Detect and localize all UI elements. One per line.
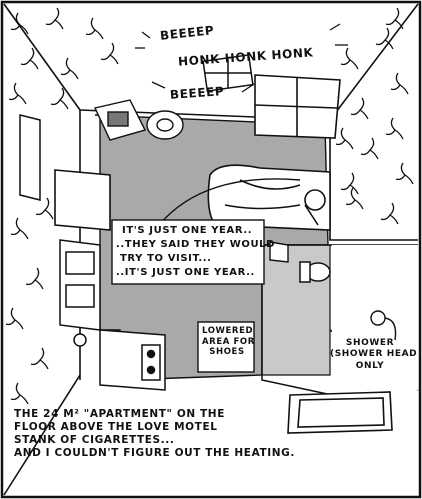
shower-head <box>370 310 397 341</box>
window <box>202 54 254 92</box>
shoe-area <box>197 321 255 373</box>
bathroom-tiles <box>332 245 418 390</box>
washing-machine <box>54 169 111 231</box>
wallpaper-sprig <box>380 202 399 225</box>
shower-label-line: ONLY <box>355 360 385 371</box>
wallpaper-sprig <box>20 47 39 70</box>
wallpaper-sprig <box>340 172 359 195</box>
wallpaper-sprig <box>25 267 44 290</box>
kettle <box>146 110 184 140</box>
bathtub <box>287 391 393 434</box>
wallpaper-sprig <box>360 137 379 160</box>
speech-bubble <box>111 219 265 285</box>
shoe-area-label-line: AREA FOR <box>202 336 255 347</box>
speech-line: TRY TO VISIT... <box>120 253 212 264</box>
wallpaper-sprig <box>390 72 409 95</box>
floral-wallpaper <box>5 7 414 405</box>
toilet <box>299 261 331 283</box>
microwave <box>93 99 147 141</box>
kitchen-counter <box>59 239 101 347</box>
shower-label-line: SHOWER <box>345 338 395 348</box>
shoe-area-label-line: LOWERED <box>202 326 254 336</box>
wallpaper-sprig <box>30 347 49 370</box>
caption: THE 24 M² "APARTMENT" ON THE FLOOR ABOVE… <box>14 408 295 461</box>
wallpaper-sprig <box>385 117 404 140</box>
caption-line: THE 24 M² "APARTMENT" ON THE <box>14 408 225 420</box>
wall-mirror <box>19 114 41 201</box>
speech-line: ..THEY SAID THEY WOULD <box>116 239 276 250</box>
speech-line: IT'S JUST ONE YEAR.. <box>122 225 253 236</box>
speech-line: ..IT'S JUST ONE YEAR.. <box>116 267 255 278</box>
stove-cabinet <box>99 329 166 391</box>
caption-line: FLOOR ABOVE THE LOVE MOTEL <box>14 421 218 434</box>
wallpaper-sprig <box>335 127 354 150</box>
sound-effect-rays <box>135 23 348 93</box>
wallpaper-sprig <box>5 307 24 330</box>
caption-line: AND I COULDN'T FIGURE OUT THE HEATING. <box>14 447 295 460</box>
shoe-area-label-line: SHOES <box>209 347 245 358</box>
wallpaper-sprig <box>350 97 369 120</box>
caption-line: STANK OF CIGARETTES... <box>14 434 175 447</box>
shower-label: SHOWER (SHOWER HEAD ONLY <box>330 338 418 372</box>
wallpaper-sprig <box>385 7 404 30</box>
wallpaper-sprig <box>10 382 29 405</box>
wallpaper-sprig <box>45 7 64 30</box>
wall-cabinet <box>254 74 341 139</box>
wallpaper-sprig <box>375 27 394 50</box>
wallpaper-sprig <box>345 187 364 210</box>
wallpaper-sprig <box>35 197 54 220</box>
wallpaper-sprig <box>50 87 69 110</box>
shoe-area-label: LOWERED AREA FOR SHOES <box>202 326 255 358</box>
wallpaper-sprig <box>10 217 29 240</box>
bathroom-sink <box>269 241 289 263</box>
wallpaper-sprig <box>395 162 414 185</box>
wallpaper-sprig <box>100 42 119 65</box>
wallpaper-sprig <box>8 82 27 105</box>
wallpaper-sprig <box>85 17 104 40</box>
wallpaper-sprig <box>340 47 359 70</box>
shower-label-line: (SHOWER HEAD <box>330 349 418 360</box>
wallpaper-sprig <box>60 57 79 80</box>
